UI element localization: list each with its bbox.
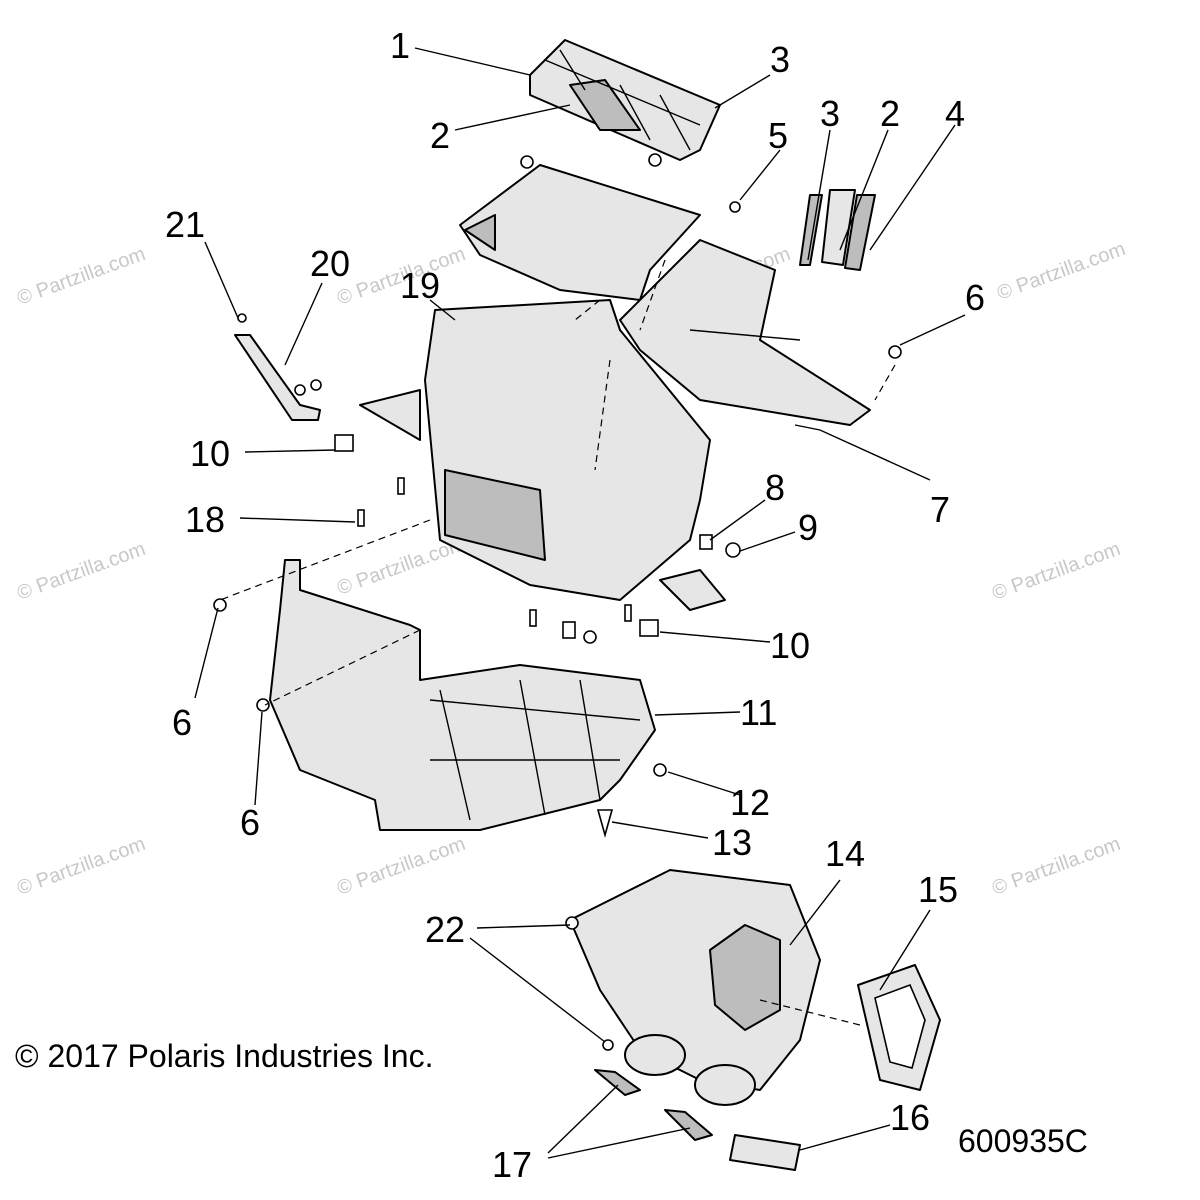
callout-19: 19 <box>400 265 440 306</box>
watermark: © Partzilla.com <box>14 538 148 605</box>
callout-6: 6 <box>240 802 260 843</box>
callout-8: 8 <box>765 467 785 508</box>
callout-2: 2 <box>880 93 900 134</box>
callouts: 1 2 3 3 2 4 5 6 21 20 19 10 18 7 8 9 10 … <box>165 25 985 1185</box>
callout-3: 3 <box>820 93 840 134</box>
watermark: © Partzilla.com <box>989 538 1123 605</box>
top-grille <box>529 39 721 161</box>
callout-6: 6 <box>172 702 192 743</box>
watermark: © Partzilla.com <box>334 833 468 900</box>
callout-7: 7 <box>930 489 950 530</box>
callout-4: 4 <box>945 93 965 134</box>
callout-18: 18 <box>185 499 225 540</box>
gasket-ring <box>857 964 941 1091</box>
callout-10: 10 <box>770 625 810 666</box>
copyright-text: © 2017 Polaris Industries Inc. <box>15 1038 433 1074</box>
callout-16: 16 <box>890 1097 930 1138</box>
callout-3: 3 <box>770 39 790 80</box>
upper-duct-cover <box>459 153 701 301</box>
watermark: © Partzilla.com <box>14 833 148 900</box>
callout-5: 5 <box>768 115 788 156</box>
diagram-code: 600935C <box>958 1123 1088 1159</box>
lower-duct <box>269 559 656 831</box>
callout-2: 2 <box>430 115 450 156</box>
callout-9: 9 <box>798 507 818 548</box>
watermark: © Partzilla.com <box>994 238 1128 305</box>
side-duct <box>619 239 902 426</box>
callout-10: 10 <box>190 433 230 474</box>
callout-22: 22 <box>425 909 465 950</box>
leader-lines <box>194 47 966 1159</box>
callout-15: 15 <box>918 869 958 910</box>
callout-12: 12 <box>730 782 770 823</box>
side-strips <box>799 189 876 271</box>
assembly-lines <box>219 259 896 1026</box>
bracket <box>234 313 322 421</box>
callout-17: 17 <box>492 1144 532 1185</box>
main-housing <box>359 299 726 611</box>
airbox-base <box>569 869 821 1106</box>
pad <box>729 1134 801 1171</box>
callout-21: 21 <box>165 204 205 245</box>
callout-1: 1 <box>390 25 410 66</box>
watermark: © Partzilla.com <box>989 833 1123 900</box>
callout-11: 11 <box>740 692 777 733</box>
callout-6: 6 <box>965 277 985 318</box>
callout-13: 13 <box>712 822 752 863</box>
callout-14: 14 <box>825 833 865 874</box>
fasteners <box>213 201 741 1051</box>
clamps <box>594 1069 713 1141</box>
callout-20: 20 <box>310 243 350 284</box>
watermark: © Partzilla.com <box>14 243 148 310</box>
